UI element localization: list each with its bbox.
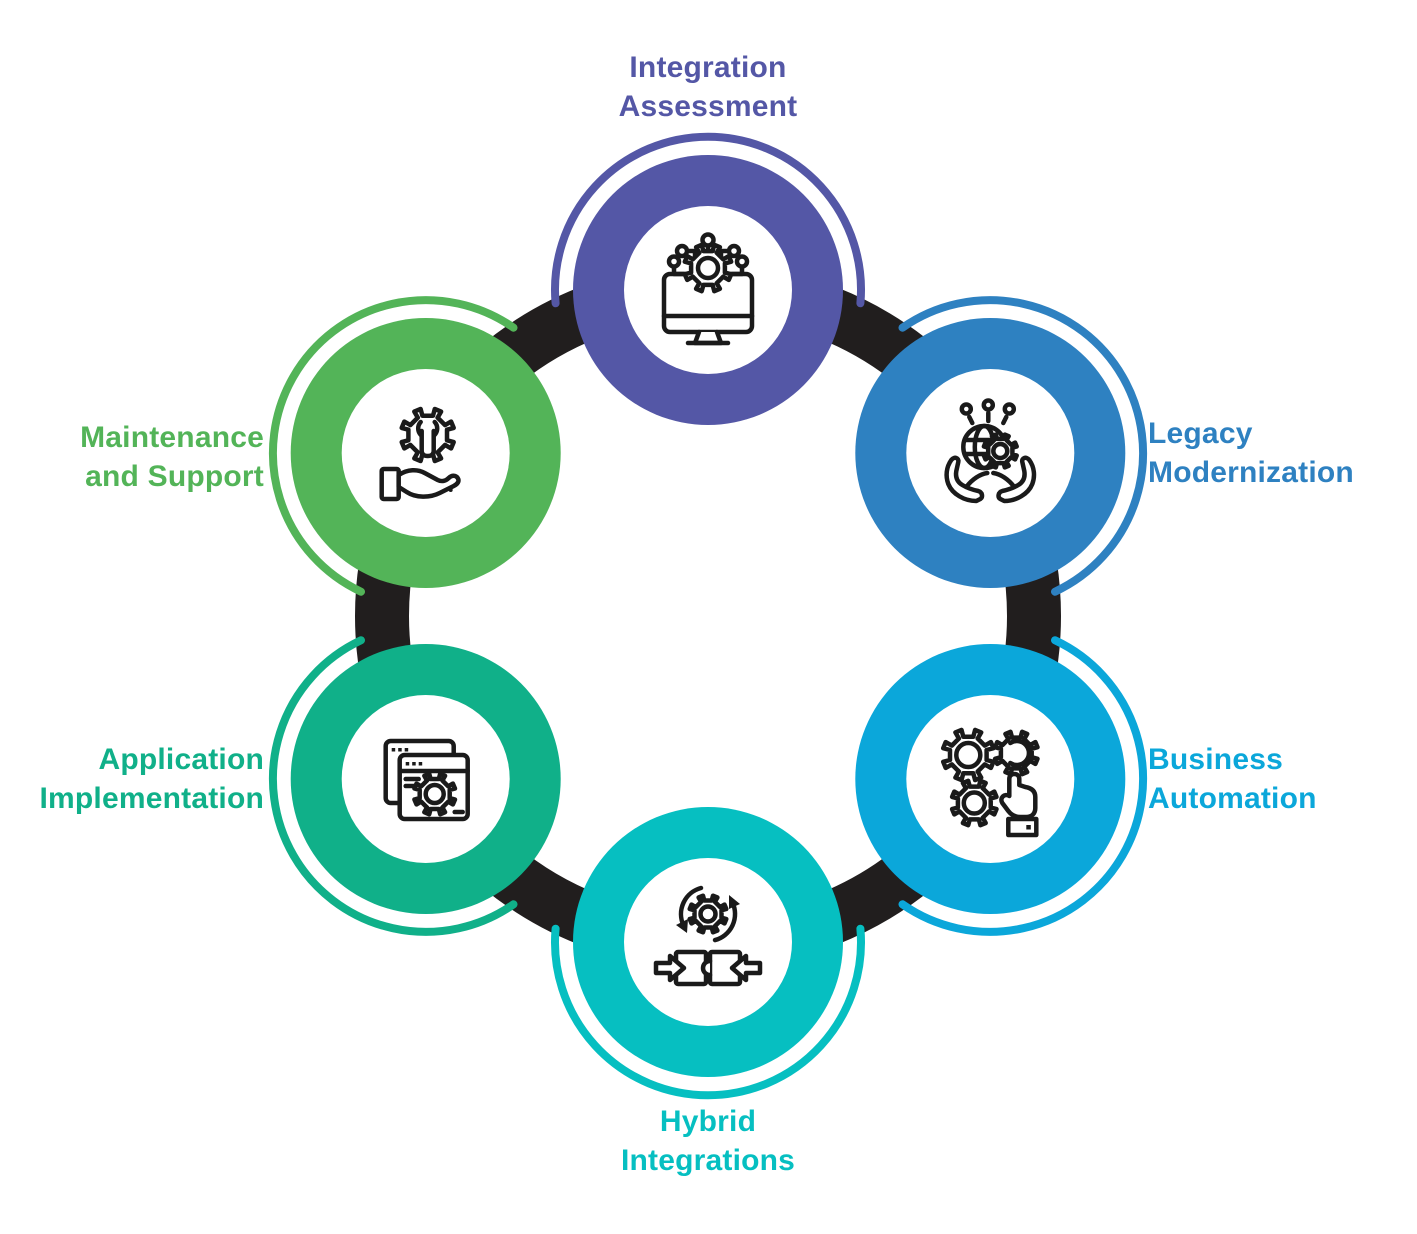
node-business-automation bbox=[855, 644, 1126, 914]
accent-arc-bottom bbox=[551, 924, 865, 1100]
node-inner-circle bbox=[906, 695, 1075, 863]
gears-hand-press-icon bbox=[940, 727, 1040, 838]
node-label-application-implementation: Application Implementation bbox=[2, 740, 264, 818]
accent-arc-top-right bbox=[898, 296, 1148, 596]
node-legacy-modernization bbox=[855, 318, 1126, 588]
node-application-implementation bbox=[290, 644, 561, 914]
label-line: Integration bbox=[629, 51, 787, 84]
label-line: Modernization bbox=[1148, 456, 1354, 489]
label-line: Automation bbox=[1148, 782, 1317, 815]
node-label-hybrid-integrations: Hybrid Integrations bbox=[458, 1102, 958, 1180]
node-integration-assessment bbox=[573, 155, 843, 425]
accent-arc-bottom-left bbox=[268, 636, 518, 936]
hand-holding-gear-wrench-icon bbox=[379, 406, 461, 502]
node-label-business-automation: Business Automation bbox=[1148, 740, 1410, 818]
accent-arc-bottom-right bbox=[898, 636, 1148, 936]
label-line: Application bbox=[98, 743, 264, 776]
browser-windows-gear-icon bbox=[383, 738, 470, 822]
node-hybrid-integrations bbox=[573, 807, 843, 1077]
node-label-integration-assessment: Integration Assessment bbox=[458, 48, 958, 126]
sync-gear-connectors-icon bbox=[653, 885, 763, 987]
label-line: Assessment bbox=[618, 90, 798, 123]
label-line: Legacy bbox=[1148, 417, 1253, 450]
label-line: Hybrid bbox=[659, 1105, 757, 1138]
label-line: Implementation bbox=[39, 782, 264, 815]
accent-arc-top-left bbox=[268, 296, 518, 596]
label-line: and Support bbox=[85, 460, 264, 493]
node-maintenance-and-support bbox=[290, 318, 561, 588]
node-label-maintenance-and-support: Maintenance and Support bbox=[2, 418, 264, 496]
node-inner-circle bbox=[624, 858, 792, 1026]
label-line: Business bbox=[1148, 743, 1283, 776]
label-line: Maintenance bbox=[80, 421, 264, 454]
monitor-gear-circuit-icon bbox=[661, 232, 755, 346]
node-label-legacy-modernization: Legacy Modernization bbox=[1148, 414, 1410, 492]
label-line: Integrations bbox=[620, 1144, 796, 1177]
accent-arc-top bbox=[551, 132, 865, 308]
hands-holding-globe-gear-icon bbox=[944, 398, 1034, 504]
